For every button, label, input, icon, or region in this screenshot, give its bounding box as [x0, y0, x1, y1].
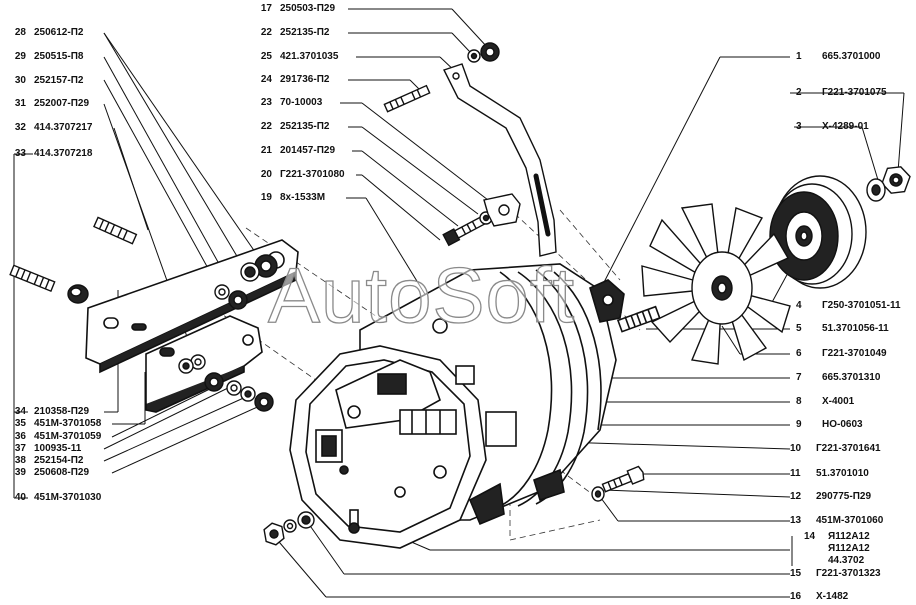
callout-14-number: 14: [804, 531, 816, 542]
callout-14-code-1: Я112А12: [828, 531, 870, 542]
callout-14-code-2: Я112А12: [828, 543, 870, 554]
callout-14-code-3: 44.3702: [828, 555, 865, 566]
